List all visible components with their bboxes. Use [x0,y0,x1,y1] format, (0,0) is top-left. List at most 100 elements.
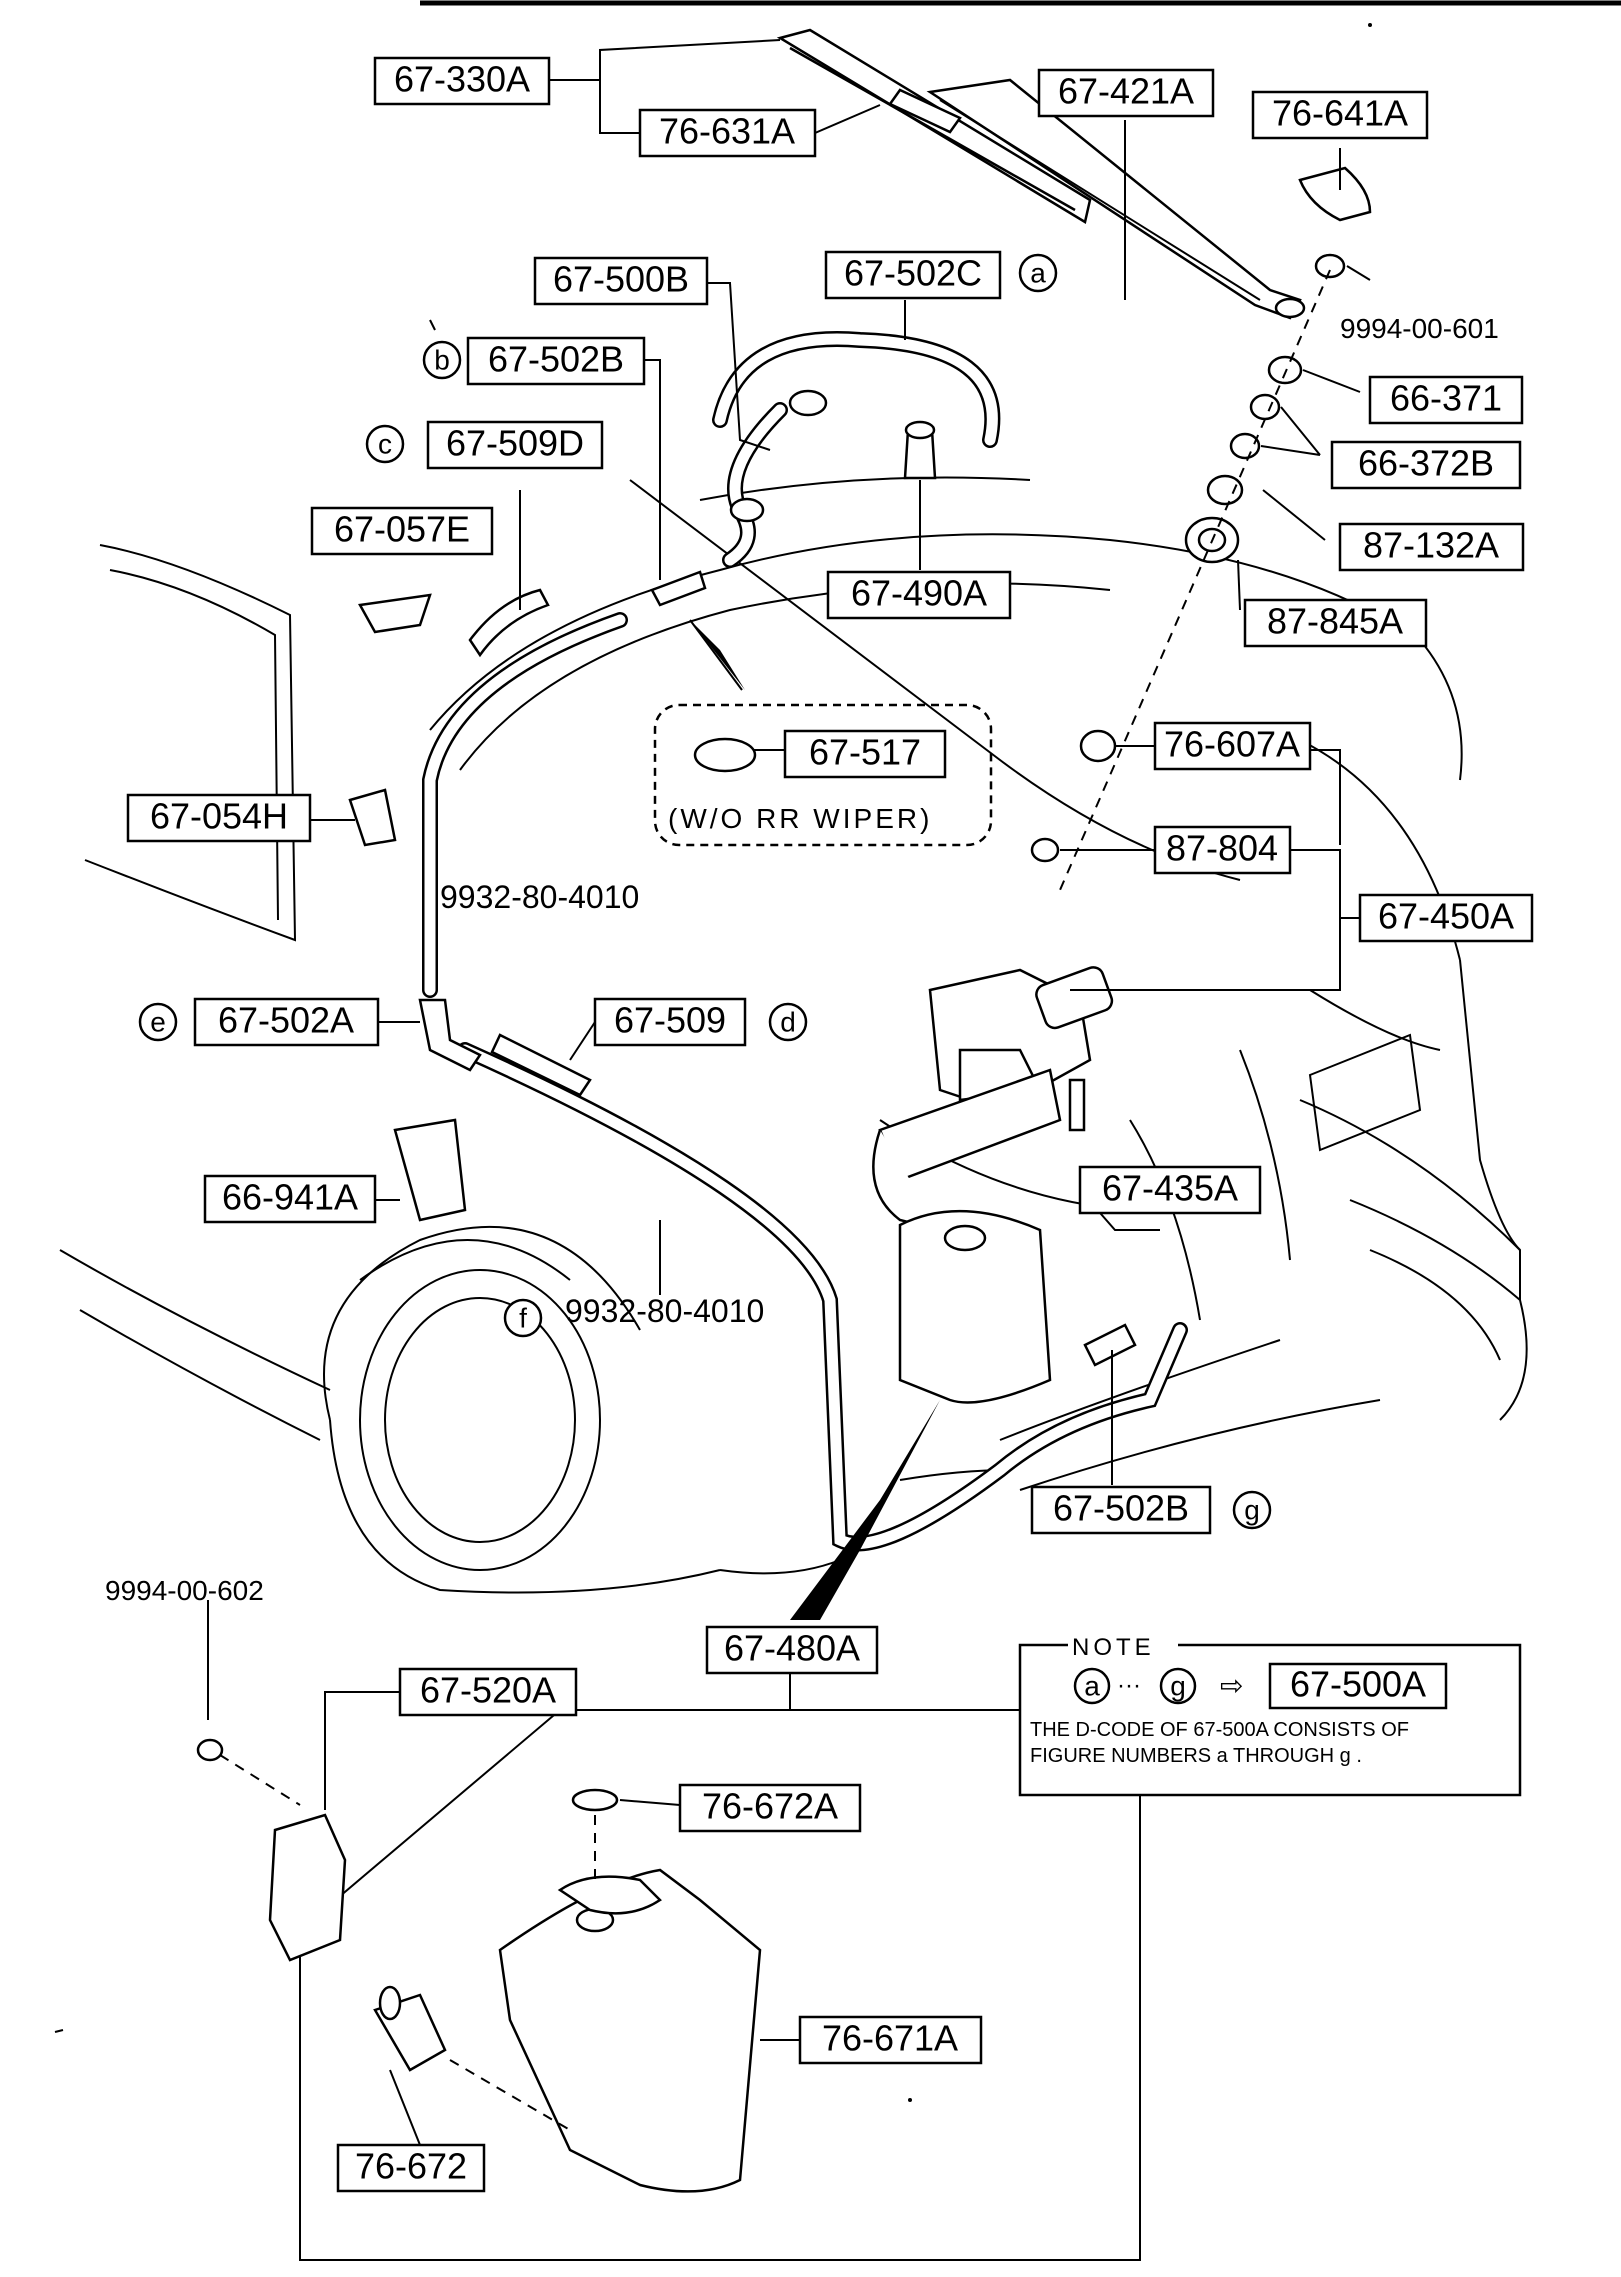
svg-text:76-641A: 76-641A [1272,93,1408,134]
note-box: NOTE a ··· g ⇨ 67-500A THE D-CODE OF 67-… [1018,1630,1522,1797]
label-76-607A: 76-607A [1153,721,1312,771]
label-67-517: 67-517 [783,729,947,779]
svg-text:67-480A: 67-480A [724,1628,860,1669]
svg-text:e: e [150,1007,166,1038]
stray-dash [54,2029,64,2033]
leader-lines [207,39,1371,2146]
note-dots: ··· [1117,1672,1141,1699]
label-67-054H: 67-054H [126,793,312,843]
figure-letter-g: g [1232,1490,1272,1530]
svg-text:66-371: 66-371 [1390,378,1502,419]
svg-text:67-421A: 67-421A [1058,71,1194,112]
figure-letter-a: a [1018,253,1058,293]
label-9994-00-602: 9994-00-602 [105,1575,264,1606]
svg-text:76-671A: 76-671A [822,2018,958,2059]
note-heading: NOTE [1072,1634,1155,1661]
detail-67-517: 67-517 (W/O RR WIPER) [653,703,993,847]
svg-text:g: g [1244,1495,1260,1526]
hose-clips [348,593,467,1222]
label-67-480A: 67-480A [705,1625,879,1675]
svg-text:c: c [378,429,392,460]
washer-hose-routing [418,331,1188,1552]
label-67-509: 67-509 [593,997,747,1047]
stray-dot-bottom [908,2098,912,2102]
figure-letter-d: d [768,1002,808,1042]
label-67-490A: 67-490A [826,570,1012,620]
label-67-421A: 67-421A [1037,68,1215,118]
label-67-509D: 67-509D [426,420,604,470]
note-line-2: FIGURE NUMBERS a THROUGH g . [1030,1745,1362,1767]
svg-text:a: a [1084,1671,1100,1702]
figure-letter-e: e [138,1002,178,1042]
label-67-435A: 67-435A [1078,1165,1262,1215]
svg-text:87-845A: 87-845A [1267,601,1403,642]
label-76-672: 76-672 [336,2143,486,2193]
label-67-502C: 67-502C [824,250,1002,300]
wiper-blade-and-arm [776,28,1372,320]
label-76-641A: 76-641A [1251,90,1429,140]
label-87-804: 87-804 [1153,825,1292,875]
svg-text:67-502B: 67-502B [488,339,624,380]
label-87-845A: 87-845A [1243,598,1428,648]
label-87-132A: 87-132A [1338,522,1525,572]
label-9994-00-601: 9994-00-601 [1340,313,1499,344]
svg-text:67-520A: 67-520A [420,1670,556,1711]
pivot-hardware-stack [1030,253,1346,891]
svg-text:67-502C: 67-502C [844,253,982,294]
svg-text:67-502B: 67-502B [1053,1488,1189,1529]
svg-text:76-607A: 76-607A [1164,724,1300,765]
svg-text:66-372B: 66-372B [1358,443,1494,484]
note-arrow: ⇨ [1220,1670,1243,1701]
label-76-631A: 76-631A [638,108,817,158]
svg-text:67-509D: 67-509D [446,423,584,464]
label-76-671A: 76-671A [798,2015,983,2065]
stray-dot-top [1368,23,1372,27]
label-9932-80-4010-upper: 9932-80-4010 [440,879,639,915]
label-66-372B: 66-372B [1330,440,1522,490]
installed-washer-tank [898,1209,1052,1404]
svg-text:67-057E: 67-057E [334,509,470,550]
wiper-motor-assembly [872,966,1114,1232]
label-9932-80-4010-lower: 9932-80-4010 [565,1293,764,1329]
figure-letter-f: f [503,1298,543,1338]
svg-text:67-054H: 67-054H [150,796,288,837]
svg-text:a: a [1030,258,1046,289]
svg-text:76-631A: 76-631A [659,111,795,152]
note-letter-to: g [1159,1667,1197,1705]
note-letter-from: a [1073,1667,1111,1705]
svg-text:67-490A: 67-490A [851,573,987,614]
svg-text:66-941A: 66-941A [222,1177,358,1218]
svg-text:87-132A: 87-132A [1363,525,1499,566]
label-67-502B-top: 67-502B [466,336,646,386]
label-wo-rr-wiper: (W/O RR WIPER) [668,803,932,834]
detail-arrow [790,1400,940,1620]
svg-text:g: g [1170,1671,1186,1702]
svg-text:67-500B: 67-500B [553,259,689,300]
svg-text:67-517: 67-517 [809,732,921,773]
washer-tank-exploded [196,1738,762,2193]
svg-text:67-450A: 67-450A [1378,896,1514,937]
figure-letter-c: c [365,424,405,464]
hose-protectors [468,588,592,1097]
svg-text:f: f [519,1303,527,1334]
svg-text:67-330A: 67-330A [394,59,530,100]
svg-text:76-672A: 76-672A [702,1786,838,1827]
label-67-500B: 67-500B [533,256,709,306]
label-67-057E: 67-057E [310,506,494,556]
label-67-450A: 67-450A [1358,893,1534,943]
label-67-502B-bottom: 67-502B [1030,1485,1212,1535]
note-line-1: THE D-CODE OF 67-500A CONSISTS OF [1030,1719,1409,1741]
svg-text:67-509: 67-509 [614,1000,726,1041]
label-67-502A: 67-502A [193,997,380,1047]
svg-text:67-435A: 67-435A [1102,1168,1238,1209]
label-66-941A: 66-941A [203,1174,377,1224]
svg-text:67-500A: 67-500A [1290,1664,1426,1705]
label-76-672A: 76-672A [678,1783,862,1833]
svg-text:d: d [780,1007,796,1038]
label-67-520A: 67-520A [398,1667,578,1717]
svg-text:67-502A: 67-502A [218,1000,354,1041]
svg-text:b: b [434,345,450,376]
svg-text:76-672: 76-672 [355,2146,467,2187]
figure-letter-b: b [422,340,462,380]
